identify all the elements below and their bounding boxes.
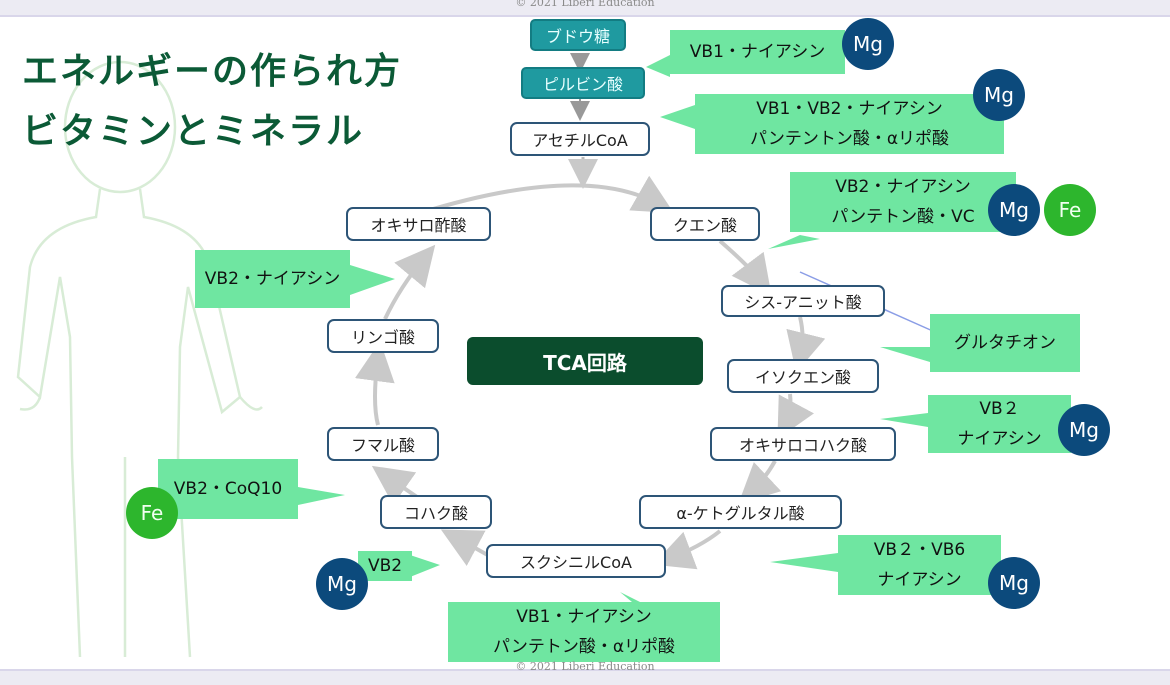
node-alpha-ketoglutarate: α-ケトグルタル酸 xyxy=(639,495,842,529)
human-silhouette-graphic xyxy=(16,60,263,658)
node-isocitrate: イソクエン酸 xyxy=(727,359,879,393)
slide: エネルギーの作られ方 ビタミンとミネラル xyxy=(0,15,1170,673)
node-glucose: ブドウ糖 xyxy=(530,19,626,51)
copyright-top: © 2021 Liberi Education xyxy=(515,0,655,9)
fe-badge: Fe xyxy=(126,487,178,539)
node-oxalosuccinate: オキサロコハク酸 xyxy=(710,427,896,461)
cofactor-succinyl-coa-bottom-line2: パンテトン酸・αリポ酸 xyxy=(492,637,676,657)
cofactor-oxalosuccinate-line2: ナイアシン xyxy=(957,429,1042,449)
cofactor-citrate: VB2・ナイアシン パンテトン酸・VC xyxy=(790,172,1016,232)
cofactor-cis-aconitate: グルタチオン xyxy=(930,314,1080,372)
node-cis-aconitate: シス-アニット酸 xyxy=(721,285,885,317)
node-citrate: クエン酸 xyxy=(650,207,760,241)
mg-badge: Mg xyxy=(842,18,894,70)
cofactor-pyruvate-acetyl-line2: パンテントン酸・αリポ酸 xyxy=(749,129,950,149)
callout-tails xyxy=(298,55,930,617)
title-line-1: エネルギーの作られ方 xyxy=(22,51,403,92)
tca-cycle-label: TCA回路 xyxy=(467,337,703,385)
cofactor-pyruvate-acetyl: VB1・VB2・ナイアシン パンテントン酸・αリポ酸 xyxy=(695,94,1004,154)
copyright-bottom: © 2021 Liberi Education xyxy=(515,660,655,673)
cofactor-alpha-ketoglutarate: VB２・VB6 ナイアシン xyxy=(838,535,1001,595)
cofactor-alpha-ketoglutarate-line2: ナイアシン xyxy=(877,570,962,590)
mg-badge: Mg xyxy=(316,558,368,610)
cofactor-succinyl-coa-bottom-line1: VB1・ナイアシン xyxy=(516,607,652,627)
mg-badge: Mg xyxy=(973,69,1025,121)
title-line-2: ビタミンとミネラル xyxy=(22,111,365,152)
cofactor-malate-oxaloacetate: VB2・ナイアシン xyxy=(195,250,350,308)
cofactor-alpha-ketoglutarate-line1: VB２・VB6 xyxy=(873,540,966,560)
cycle-arrows xyxy=(355,53,936,570)
cofactor-citrate-line1: VB2・ナイアシン xyxy=(835,177,971,197)
node-malate: リンゴ酸 xyxy=(327,319,439,353)
cofactor-pyruvate-acetyl-line1: VB1・VB2・ナイアシン xyxy=(756,99,943,119)
mg-badge: Mg xyxy=(988,184,1040,236)
mg-badge: Mg xyxy=(1058,404,1110,456)
cofactor-succinyl-coa-bottom: VB1・ナイアシン パンテトン酸・αリポ酸 xyxy=(448,602,720,662)
node-oxaloacetate: オキサロ酢酸 xyxy=(346,207,491,241)
node-succinate: コハク酸 xyxy=(380,495,492,529)
node-acetyl-coa: アセチルCoA xyxy=(510,122,650,156)
cofactor-glucose-pyruvate: VB1・ナイアシン xyxy=(670,30,845,74)
cofactor-citrate-line2: パンテトン酸・VC xyxy=(831,207,975,227)
cofactor-succinate-fumarate: VB2・CoQ10 xyxy=(158,459,298,519)
mg-badge: Mg xyxy=(988,557,1040,609)
cofactor-oxalosuccinate-line1: VB２ xyxy=(979,399,1020,419)
node-pyruvate: ピルビン酸 xyxy=(521,67,645,99)
node-succinyl-coa: スクシニルCoA xyxy=(486,544,666,578)
node-fumarate: フマル酸 xyxy=(327,427,439,461)
fe-badge: Fe xyxy=(1044,184,1096,236)
cofactor-oxalosuccinate: VB２ ナイアシン xyxy=(928,395,1071,453)
